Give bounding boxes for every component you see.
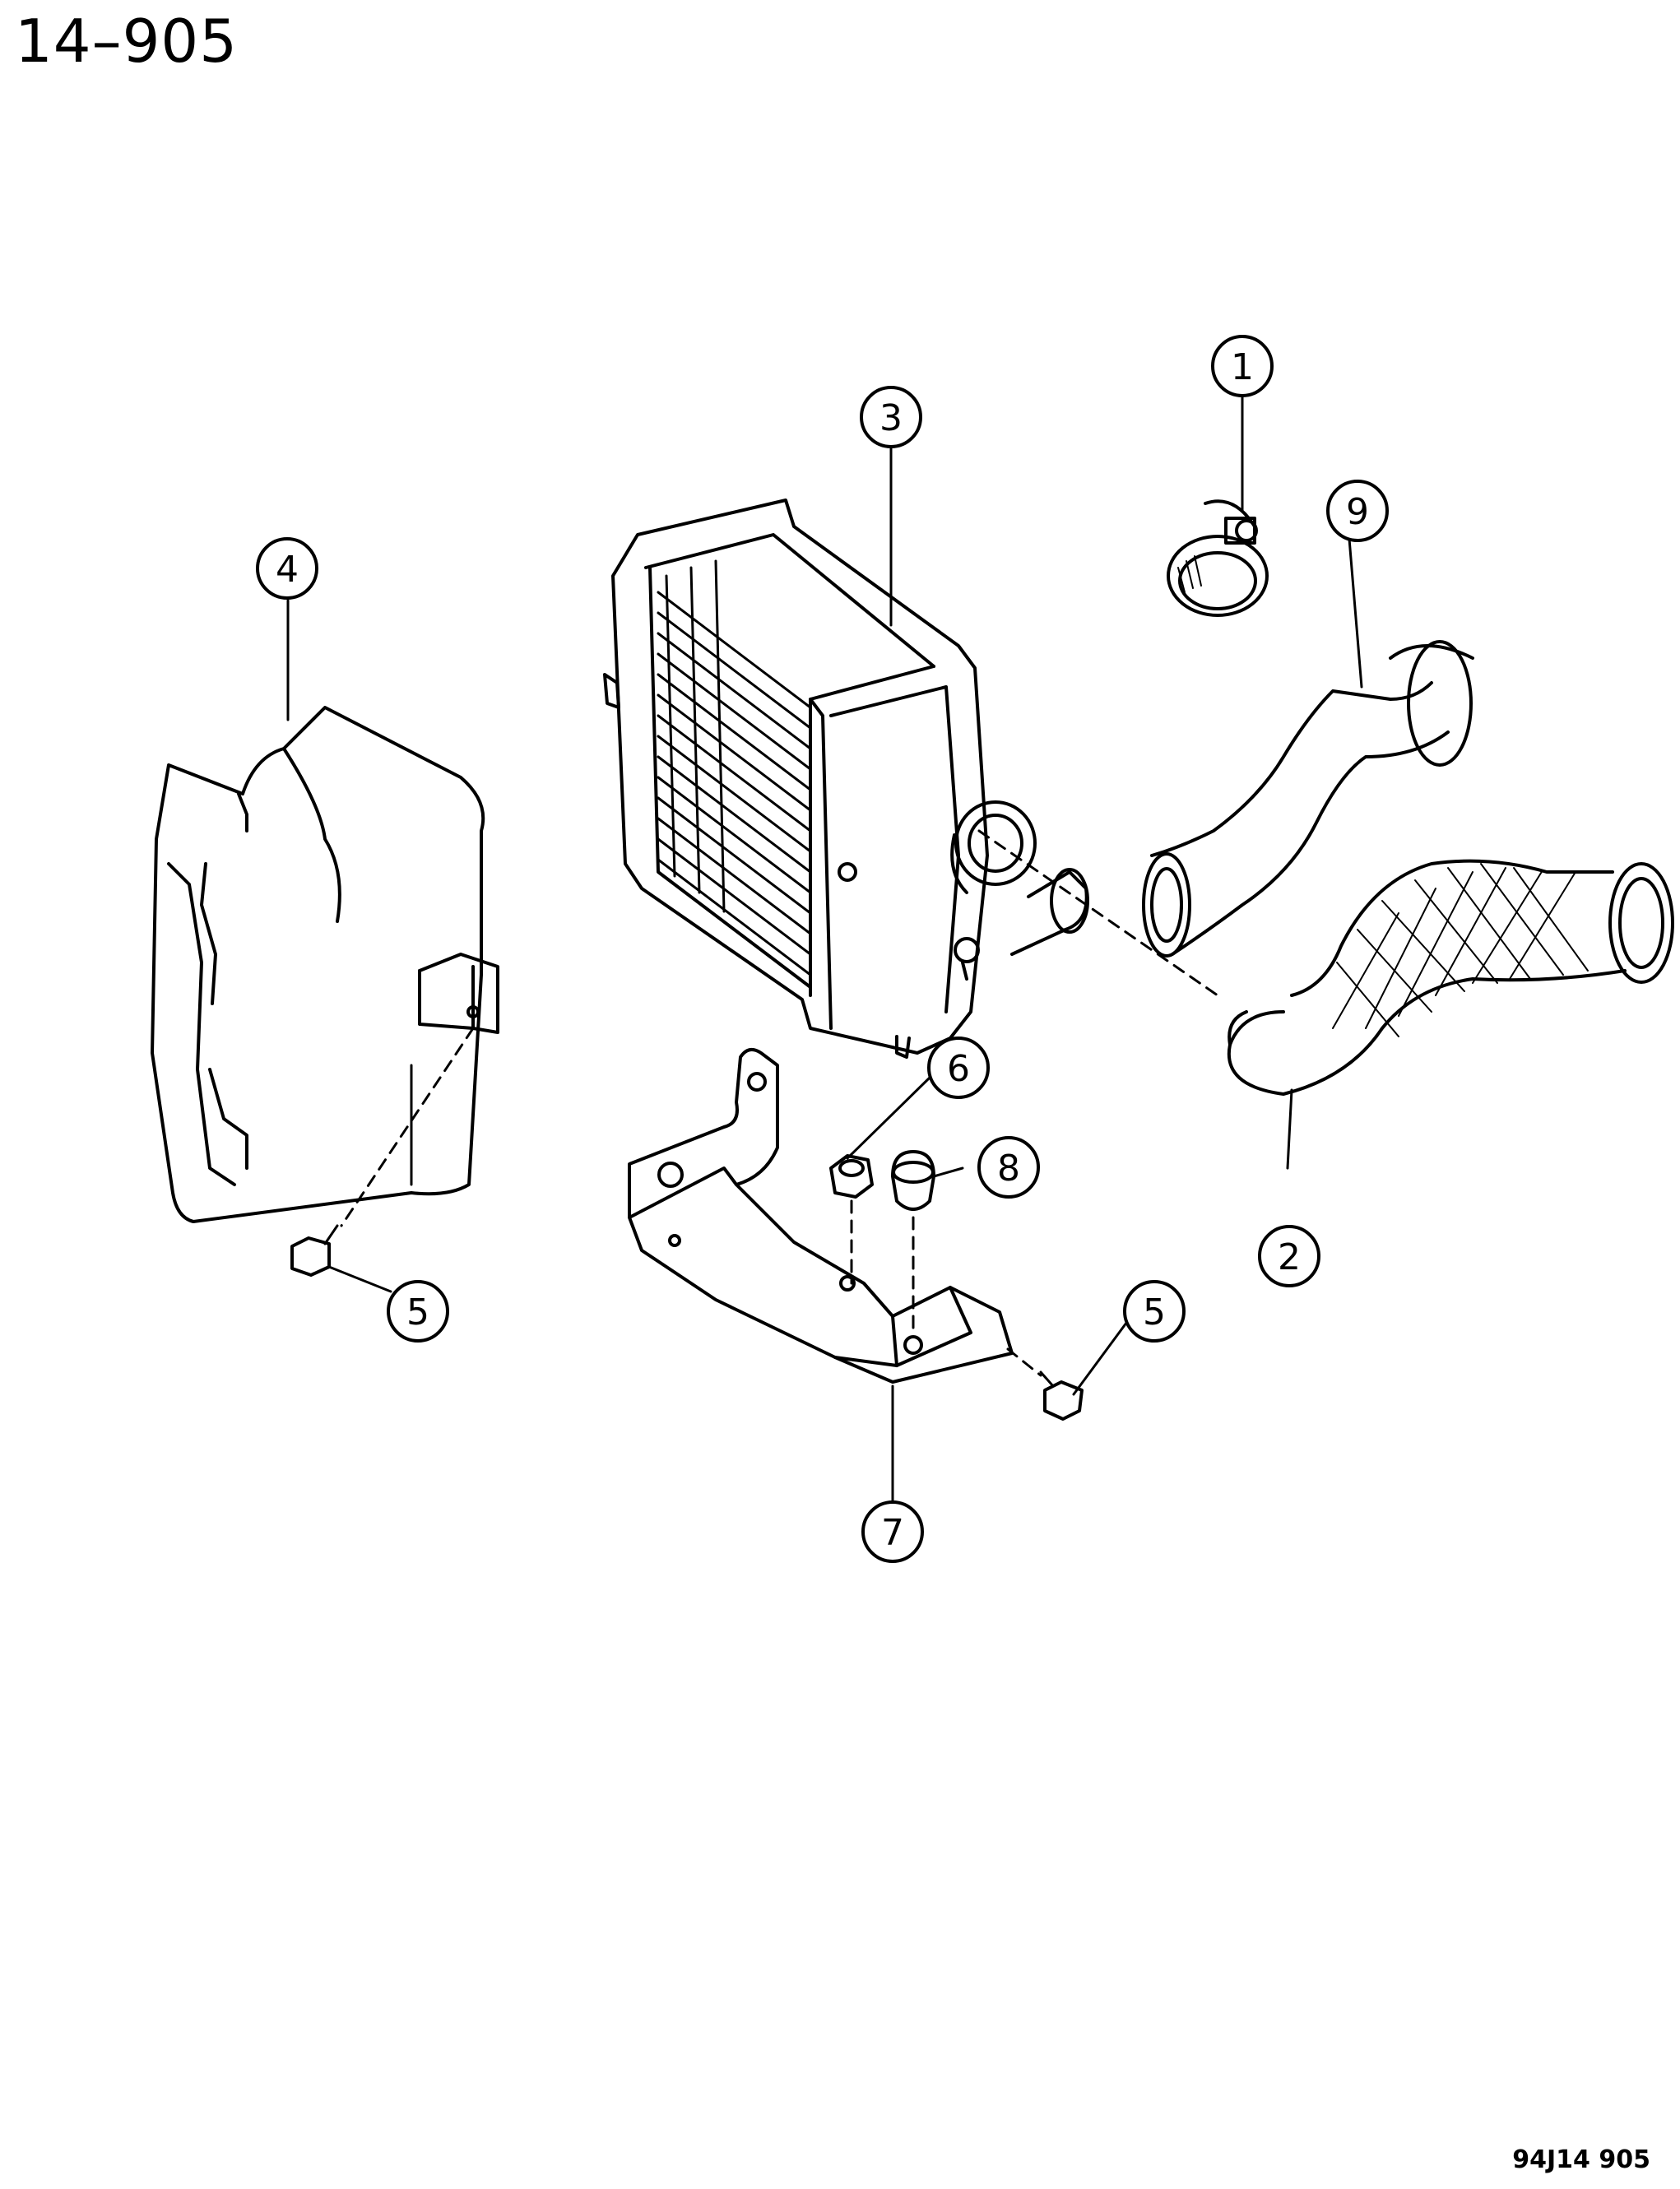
svg-text:6: 6: [947, 1048, 970, 1090]
svg-text:5: 5: [406, 1292, 429, 1333]
svg-text:4: 4: [276, 549, 299, 591]
grommet-drawing: [891, 1150, 935, 1211]
callout-7: 7: [861, 1500, 924, 1563]
svg-text:3: 3: [879, 397, 903, 439]
hose-clamp-drawing: [1167, 499, 1269, 617]
svg-text:8: 8: [997, 1148, 1020, 1190]
callout-5-right: 5: [1123, 1280, 1186, 1343]
outlet-hose-drawing: [1227, 859, 1674, 1096]
svg-text:7: 7: [881, 1512, 904, 1554]
callout-3: 3: [860, 386, 922, 448]
svg-text:5: 5: [1143, 1292, 1166, 1333]
callout-8: 8: [977, 1136, 1040, 1199]
nut-drawing: [829, 1154, 874, 1199]
bolt-right-drawing: [1039, 1370, 1084, 1421]
svg-text:9: 9: [1346, 491, 1369, 533]
svg-text:2: 2: [1278, 1236, 1301, 1278]
intercooler-drawing: [603, 499, 1089, 1059]
callout-9: 9: [1326, 480, 1389, 542]
callout-6: 6: [927, 1037, 990, 1099]
callout-4: 4: [256, 537, 318, 600]
air-duct-shroud-drawing: [151, 706, 499, 1223]
callout-5-left: 5: [387, 1280, 449, 1343]
inlet-hose-drawing: [1142, 640, 1474, 958]
drawing-code: 94J14 905: [1512, 2145, 1650, 2174]
mounting-bracket-drawing: [628, 1048, 1014, 1384]
callout-2: 2: [1258, 1225, 1320, 1287]
page-number: 14–905: [15, 7, 239, 76]
callout-1: 1: [1211, 335, 1274, 397]
svg-text:1: 1: [1231, 346, 1254, 388]
